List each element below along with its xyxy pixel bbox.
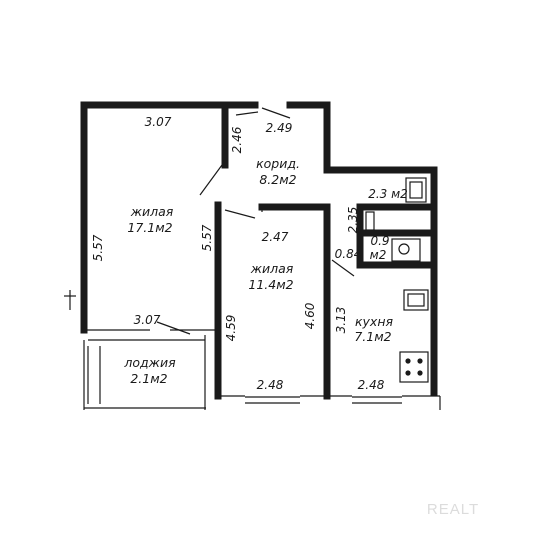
dim-living2-left: 4.59 <box>224 315 238 342</box>
room-labels: жилая 17.1м2 корид. 8.2м2 жилая 11.4м2 к… <box>123 156 407 386</box>
dim-living2-top: 2.47 <box>262 230 289 244</box>
room-name-living2: жилая <box>250 261 294 276</box>
dim-living1-right: 5.57 <box>200 224 214 251</box>
dim-kitchen-bottom: 2.48 <box>358 378 385 392</box>
dimension-labels: 3.07 5.57 5.57 3.07 2.46 2.49 2.47 4.59 … <box>91 115 385 392</box>
room-area-living1: 17.1м2 <box>127 220 172 235</box>
room-area-wc: м2 <box>370 248 387 262</box>
dim-wc-side: 0.84 <box>335 247 362 261</box>
toilet-icon <box>391 238 421 262</box>
room-area-loggia: 2.1м2 <box>130 371 167 386</box>
stove-icon <box>399 351 429 383</box>
dim-kitchen-side: 3.13 <box>334 307 348 334</box>
room-area-corridor: 8.2м2 <box>259 172 296 187</box>
fixtures <box>365 177 429 383</box>
dim-living2-bottom: 2.48 <box>257 378 284 392</box>
dim-living2-right: 4.60 <box>303 302 317 329</box>
room-name-corridor: корид. <box>256 156 300 171</box>
dim-corridor-vert: 2.46 <box>230 126 244 153</box>
sink-icon <box>403 289 429 311</box>
walls <box>80 101 438 400</box>
room-name-loggia: лоджия <box>123 355 176 370</box>
watermark: REALT <box>427 501 479 518</box>
room-area-bath: 2.3 м2 <box>368 187 408 201</box>
dim-living1-top: 3.07 <box>145 115 172 129</box>
bathtub-icon <box>405 177 427 203</box>
room-name-kitchen: кухня <box>355 314 394 329</box>
dim-corridor-top: 2.49 <box>266 121 293 135</box>
dim-living1-left: 5.57 <box>91 234 105 261</box>
dim-living1-bottom: 3.07 <box>134 313 161 327</box>
dim-bath-side: 2.35 <box>346 207 360 234</box>
room-area-kitchen: 7.1м2 <box>354 329 391 344</box>
washbasin-icon <box>365 211 375 231</box>
thin-walls <box>64 107 441 410</box>
room-name-living1: жилая <box>130 204 174 219</box>
room-area-living2: 11.4м2 <box>248 277 293 292</box>
room-size-wc: 0.9 <box>370 234 389 248</box>
